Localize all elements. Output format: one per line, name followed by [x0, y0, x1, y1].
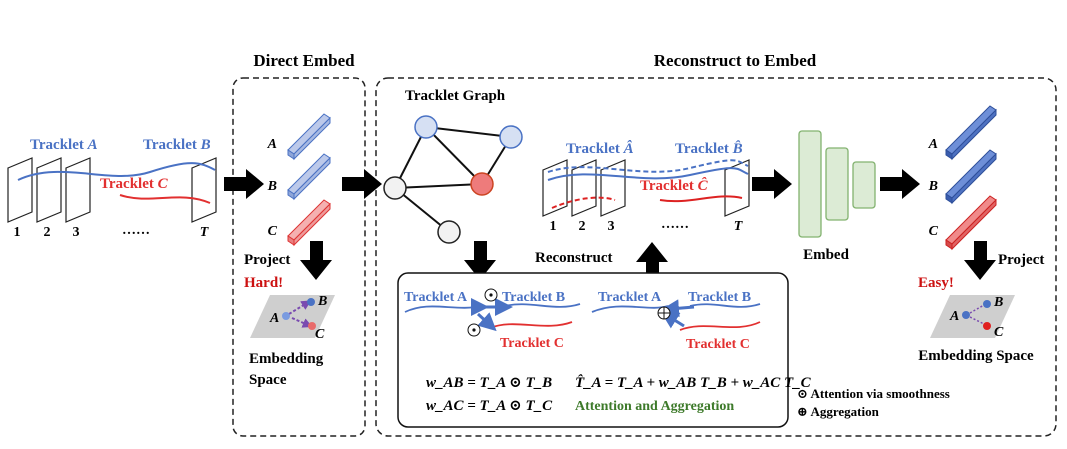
encoder: [798, 130, 876, 238]
direct-embed-box: [232, 77, 366, 437]
recon-tracklet-a-label: Tracklet Â: [566, 140, 634, 157]
recon-vec-b-label: B: [928, 179, 938, 194]
big-arrows: [224, 169, 996, 280]
input-tracklet-a-curve: [17, 162, 216, 181]
recon-b-curve: [547, 167, 749, 181]
direct-pt-b: B: [317, 294, 327, 309]
direct-vec-b-label: B: [267, 179, 277, 194]
input-tracklet-c-label: Tracklet C: [100, 176, 169, 192]
graph-node-4: [470, 172, 494, 196]
recon-vectors: [945, 105, 997, 251]
recon-embedding-plane: [930, 295, 1015, 338]
direct-project-arrow: [300, 241, 332, 280]
eq-ac: w_AC = T_A ⊙ T_C: [426, 398, 553, 414]
direct-vec-c-label: C: [268, 224, 278, 239]
recon-vec-a-label: A: [928, 137, 938, 152]
reconstruct-box: [375, 77, 1057, 437]
inset-left-ac-arrow: [476, 312, 497, 332]
graph-node-2: [499, 125, 523, 149]
recon-a-curve: [547, 159, 749, 173]
eq-aggregation: T̂_A = T_A + w_AB T_B + w_AC T_C: [575, 373, 812, 391]
frame-1-label: 1: [14, 225, 21, 240]
arrow-to-embeddings: [880, 169, 920, 199]
direct-vectors: [287, 113, 331, 247]
recon-vec-c-label: C: [929, 224, 939, 239]
easy-project-arrow: [964, 241, 996, 280]
inset-right-tracklet-b: Tracklet B: [688, 290, 751, 305]
reconstruct-up-arrow: [636, 242, 668, 280]
graph-nodes: [383, 115, 523, 244]
frame-3-label: 3: [73, 225, 80, 240]
recon-tracklet-c-label: Tracklet Ĉ: [640, 177, 709, 194]
embed-label: Embed: [803, 247, 850, 263]
recon-c-dashed: [551, 196, 616, 209]
inset-right-c-arrow: [660, 311, 685, 329]
input-frames: [7, 157, 217, 223]
easy-project-label: Project: [998, 252, 1044, 268]
arrow-to-reconstruct: [342, 169, 382, 199]
legend-aggregation: ⊕ Aggregation: [797, 404, 880, 419]
direct-pt-a: A: [269, 311, 279, 326]
direct-embed-title: Direct Embed: [253, 51, 355, 70]
inset-right-c-curve: [679, 321, 761, 331]
graph-node-1: [414, 115, 438, 139]
recon-c-curve: [659, 195, 743, 203]
recon-tracklet-b-label: Tracklet B̂: [675, 139, 743, 157]
arrow-to-encoder: [752, 169, 792, 199]
graph-down-arrow: [464, 241, 496, 280]
legend-attention-symbol: ⊙: [797, 386, 808, 401]
eq-ab: w_AB = T_A ⊙ T_B: [426, 375, 552, 391]
frame-2-label: 2: [44, 225, 51, 240]
recon-ellipsis: ……: [661, 217, 689, 232]
recon-pt-c: C: [994, 325, 1004, 340]
hard-label: Hard!: [244, 275, 283, 291]
recon-embedding-points: [962, 300, 991, 330]
inset-right-b-arrow: [661, 299, 695, 318]
input-tracklet-b-label: Tracklet B: [143, 137, 211, 153]
direct-pt-c: C: [315, 327, 325, 342]
inset-right-tracklet-c: Tracklet C: [686, 337, 750, 352]
inset-left-c-curve: [489, 321, 573, 329]
reconstruct-title: Reconstruct to Embed: [654, 51, 817, 70]
graph-node-3: [383, 176, 407, 200]
recon-frame-3: 3: [608, 219, 615, 234]
recon-pt-a: A: [949, 309, 959, 324]
legend-attention: ⊙ Attention via smoothness: [797, 386, 950, 401]
inset-left-tracklet-a: Tracklet A: [404, 290, 468, 305]
graph-edges: [394, 126, 512, 233]
direct-vec-a-label: A: [267, 137, 277, 152]
frame-t-label: T: [200, 225, 210, 240]
inset-left-tracklet-b: Tracklet B: [502, 290, 565, 305]
direct-embedding-points: [282, 298, 316, 330]
reconstruct-label: Reconstruct: [535, 250, 612, 266]
recon-frame-2: 2: [579, 219, 586, 234]
recon-pt-b: B: [993, 295, 1003, 310]
direct-project-label: Project: [244, 252, 290, 268]
inset-right-tracklet-a: Tracklet A: [598, 290, 662, 305]
input-tracklet-c-curve: [119, 194, 211, 204]
inset-left-tracklet-c: Tracklet C: [500, 336, 564, 351]
graph-node-5: [437, 220, 461, 244]
easy-label: Easy!: [918, 275, 954, 291]
inset-right-b-curve: [689, 303, 761, 308]
direct-space-line1: Embedding: [249, 351, 324, 367]
legend-aggregation-symbol: ⊕: [797, 404, 808, 419]
direct-space-line2: Space: [249, 372, 287, 388]
arrow-to-direct: [224, 169, 264, 199]
recon-frame-1: 1: [550, 219, 557, 234]
inset-caption: Attention and Aggregation: [575, 399, 734, 414]
recon-frame-t: T: [734, 219, 744, 234]
graph-title: Tracklet Graph: [405, 88, 506, 104]
recon-space-label: Embedding Space: [918, 348, 1034, 364]
input-tracklet-a-label: Tracklet A: [30, 137, 98, 153]
frame-ellipsis: ……: [122, 223, 150, 238]
